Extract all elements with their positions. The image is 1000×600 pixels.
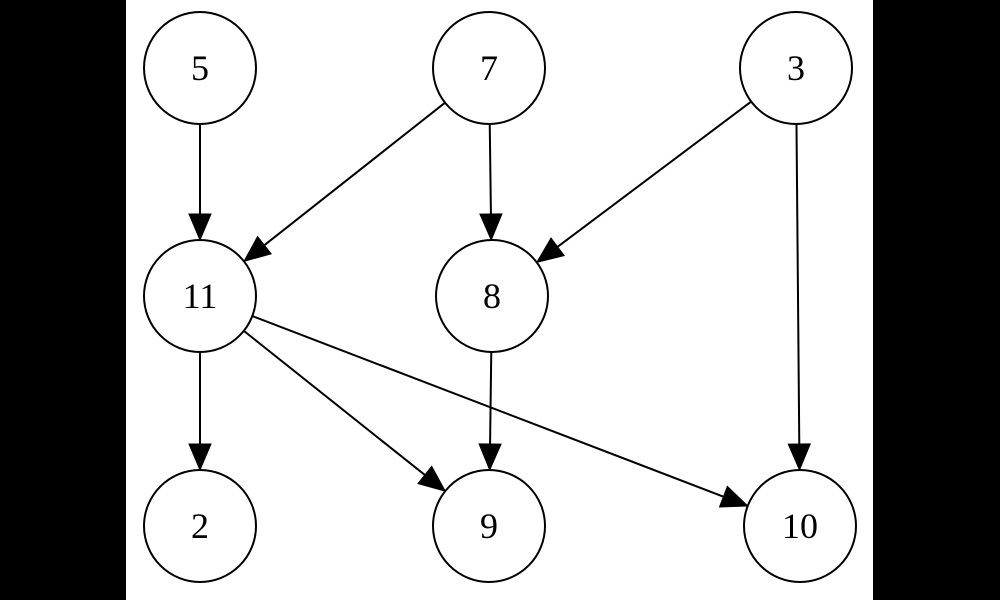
edge-11-to-9 (243, 330, 447, 492)
arrowhead-icon (188, 443, 212, 472)
arrowhead-icon (188, 213, 212, 242)
arrowhead-icon (478, 443, 502, 472)
edge-line (489, 351, 493, 445)
arrowhead-icon (787, 443, 812, 472)
node-label: 8 (483, 276, 501, 316)
node-label: 11 (183, 276, 218, 316)
arrowhead-icon (535, 237, 566, 264)
node-label: 2 (191, 506, 209, 546)
edge-3-to-10 (787, 123, 812, 472)
node-circle (432, 469, 546, 583)
node-label: 3 (787, 48, 805, 88)
edge-line (795, 123, 801, 445)
node-circle (743, 469, 857, 583)
directed-graph: 5 7 3 11 8 2 9 10 (143, 11, 857, 583)
node-circle (143, 469, 257, 583)
node-circle (143, 11, 257, 125)
arrowhead-icon (417, 465, 447, 492)
node-label: 7 (480, 48, 498, 88)
edge-7-to-8 (479, 123, 503, 242)
edge-8-to-9 (478, 351, 502, 472)
node-label: 10 (782, 506, 818, 546)
arrowhead-icon (479, 213, 503, 242)
edge-11-to-2 (188, 352, 212, 472)
arrowhead-icon (242, 235, 273, 263)
node-10: 10 (743, 469, 857, 583)
edge-11-to-10 (251, 315, 749, 508)
node-label: 9 (480, 506, 498, 546)
node-circle (435, 239, 549, 353)
graph-canvas: 5 7 3 11 8 2 9 10 (126, 0, 873, 600)
node-8: 8 (435, 239, 549, 353)
node-9: 9 (432, 469, 546, 583)
node-3: 3 (739, 11, 853, 125)
edge-line (488, 123, 492, 215)
node-circle (143, 239, 257, 353)
node-11: 11 (143, 239, 257, 353)
nodes-layer: 5 7 3 11 8 2 9 10 (143, 11, 857, 583)
node-2: 2 (143, 469, 257, 583)
edge-7-to-11 (242, 101, 446, 263)
edge-line (251, 315, 724, 498)
edge-line (263, 101, 446, 246)
edge-line (243, 330, 426, 476)
node-5: 5 (143, 11, 257, 125)
node-7: 7 (432, 11, 546, 125)
node-circle (432, 11, 546, 125)
edge-line (557, 100, 752, 248)
arrowhead-icon (718, 485, 749, 508)
edges-layer (188, 100, 812, 508)
edge-3-to-8 (535, 100, 752, 264)
edge-5-to-11 (188, 124, 212, 242)
node-label: 5 (191, 48, 209, 88)
node-circle (739, 11, 853, 125)
